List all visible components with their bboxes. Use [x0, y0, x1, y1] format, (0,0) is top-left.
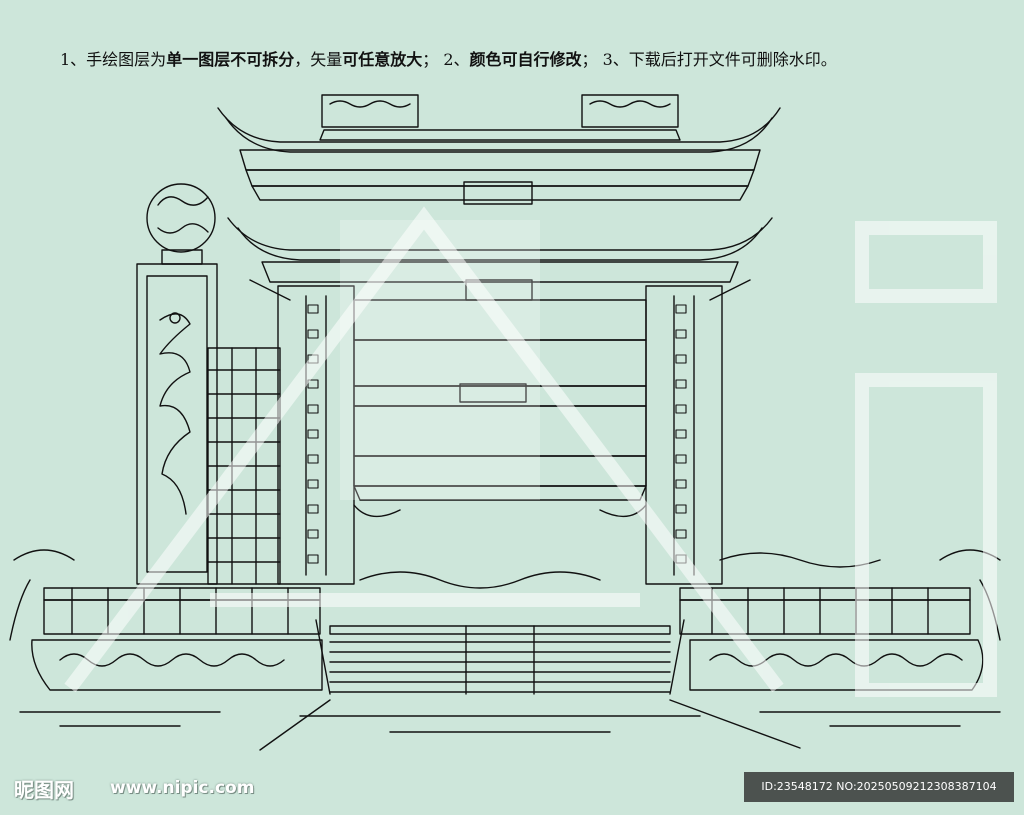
upper-roof-ridge	[319, 94, 681, 141]
site-url: www.nipic.com	[110, 778, 255, 798]
right-balustrade	[679, 587, 971, 635]
site-logo: 昵图网	[14, 778, 74, 802]
note-part2-end: ； 3、下载后打开文件可删除水印。	[581, 50, 837, 69]
central-staircase	[315, 619, 685, 695]
note-part1-bold2: 可任意放大	[342, 50, 423, 69]
note-part1-end: ； 2、	[422, 50, 470, 69]
image-id-strip: ID:23548172 NO:20250509212308387104	[744, 772, 1014, 802]
left-balustrade	[43, 587, 321, 635]
background-building	[207, 347, 281, 585]
lower-roof	[227, 217, 773, 301]
note-part2-bold: 颜色可自行修改	[469, 50, 582, 69]
upper-roof	[217, 107, 781, 205]
note-part1: 1、手绘图层为	[60, 50, 167, 69]
ai-watermark	[64, 206, 997, 697]
watermark-tint	[340, 220, 540, 500]
pillar-ornaments	[307, 304, 687, 564]
note-part1-mid: ，矢量	[294, 50, 343, 69]
note-part1-bold: 单一图层不可拆分	[166, 50, 295, 69]
left-stele	[136, 183, 218, 585]
instruction-note: 1、手绘图层为单一图层不可拆分，矢量可任意放大； 2、颜色可自行修改； 3、下载…	[60, 46, 980, 70]
